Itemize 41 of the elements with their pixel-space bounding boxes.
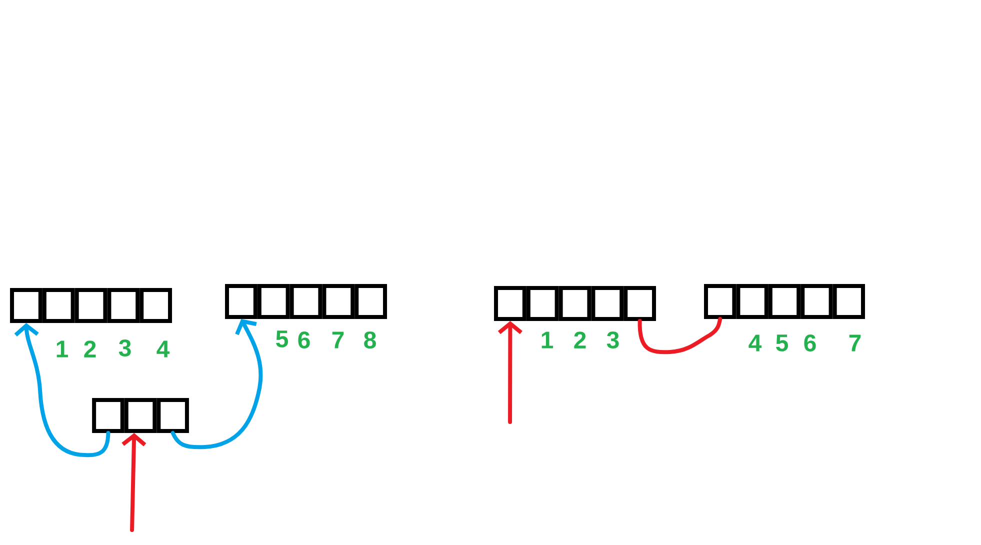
arrow (498, 321, 522, 424)
arrow (122, 433, 146, 532)
array-cell (354, 284, 387, 319)
array-cell (10, 288, 42, 323)
array-cell (156, 398, 189, 433)
array-cell (494, 286, 526, 321)
connector-line (638, 317, 722, 354)
array-cell (42, 288, 75, 323)
array-cell (832, 284, 865, 319)
array-cell (526, 286, 559, 321)
number-label: 6 (298, 332, 310, 348)
array-cell (704, 284, 736, 319)
number-label: 3 (606, 332, 619, 348)
array-cell (624, 286, 656, 321)
array-cell (558, 286, 592, 321)
number-label: 4 (156, 340, 170, 358)
number-label: 1 (542, 332, 553, 348)
array-cell (768, 284, 801, 319)
array-cell (140, 288, 172, 323)
number-label: 8 (364, 332, 376, 348)
array-cell (800, 284, 833, 319)
number-label: 1 (56, 340, 68, 358)
array-cell (74, 288, 108, 323)
array-cell (92, 398, 124, 433)
number-label: 5 (776, 334, 788, 352)
number-label: 2 (574, 332, 586, 348)
number-label: 7 (332, 332, 344, 348)
array-cell (124, 398, 157, 433)
array-cell (107, 288, 140, 323)
number-label: 4 (748, 334, 762, 352)
array-cell (290, 284, 322, 319)
array-cell (591, 286, 624, 321)
number-label: 2 (84, 340, 96, 358)
number-label: 7 (849, 334, 861, 352)
number-label: 5 (276, 330, 288, 348)
array-cell (736, 284, 768, 319)
array-cell (225, 284, 258, 319)
array-cell (257, 284, 290, 319)
array-cell (322, 284, 355, 319)
number-label: 6 (804, 334, 816, 352)
number-label: 3 (118, 340, 131, 356)
